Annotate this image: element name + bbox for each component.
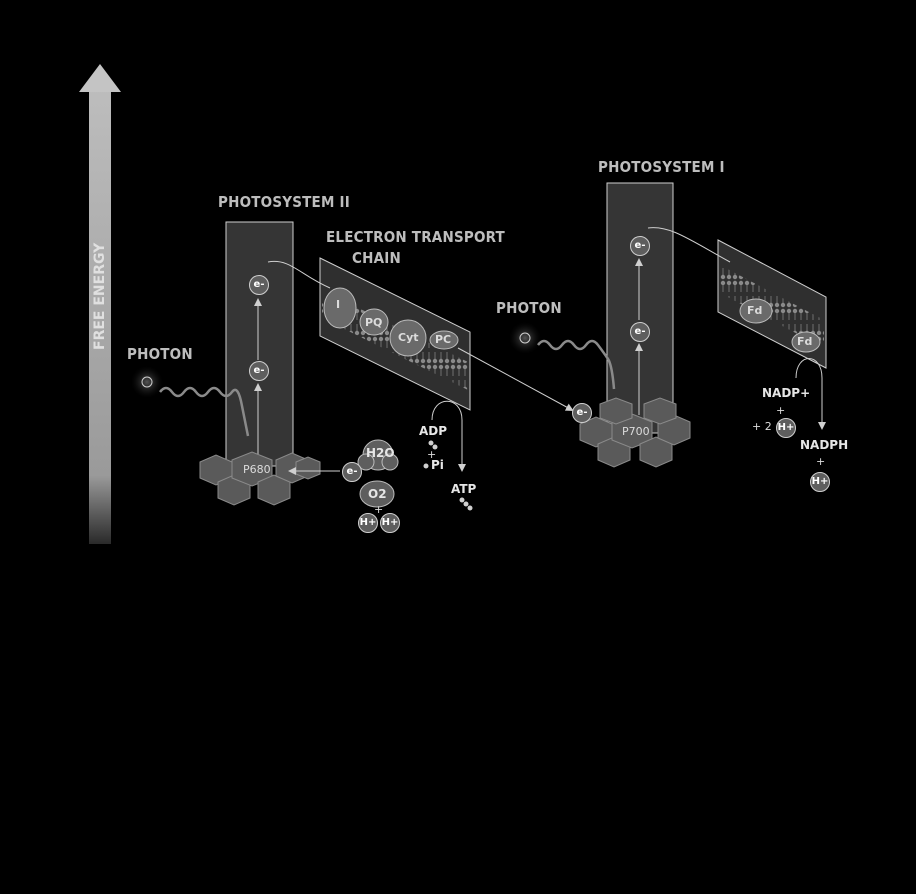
etc-title-line2: CHAIN: [352, 249, 401, 267]
adp-label: ADP: [419, 424, 448, 438]
p680-label: P680: [243, 463, 271, 476]
nadph-arrow: [795, 358, 826, 430]
photosystem-ii-title: PHOTOSYSTEM II: [218, 193, 350, 211]
photon-right-core: [519, 332, 531, 344]
nadp-plus: +: [776, 404, 786, 417]
psii-pigment-cluster: [199, 451, 321, 506]
free-energy-label: FREE ENERGY: [92, 242, 108, 350]
phosphate-dots: [423, 440, 473, 511]
complex-i-label: I: [336, 298, 341, 311]
photosystem-ii-panel: [225, 221, 294, 467]
psii-electron-upper: e-: [249, 275, 269, 295]
nadph-label: NADPH: [800, 438, 849, 452]
complex-cyt-label: Cyt: [398, 331, 419, 344]
oxygen-molecule-shape: [359, 480, 395, 508]
psii-electron-lower: e-: [249, 361, 269, 381]
h2o-label: H2O: [366, 446, 395, 460]
psi-electron-lower: e-: [630, 322, 650, 342]
nadp-h-plus-badge: H+: [776, 418, 796, 438]
free-energy-arrow: [79, 64, 121, 544]
psi-pigment-cluster: [579, 397, 691, 468]
etc-title-line1: ELECTRON TRANSPORT: [326, 228, 505, 246]
h-plus-badge-1: H+: [358, 513, 378, 533]
photon-right-glow: [509, 322, 541, 354]
h-plus-badge-2: H+: [380, 513, 400, 533]
nadph-h-plus-badge: H+: [810, 472, 830, 492]
water-plus: +: [374, 503, 384, 516]
photon-right-wave: [537, 339, 616, 390]
etc-membrane: [319, 257, 471, 411]
photon-left-glow: [131, 366, 163, 398]
electron-path-psi-to-fd: [647, 227, 731, 263]
atp-arrow: [431, 400, 466, 472]
photon-left-label: PHOTON: [127, 345, 193, 363]
complex-pc-label: PC: [435, 333, 452, 346]
photosystem-i-panel: [606, 182, 674, 434]
electron-path-psii-to-etc: [267, 260, 331, 289]
photosystem-i-title: PHOTOSYSTEM I: [598, 158, 725, 176]
photon-left-core: [141, 376, 153, 388]
o2-label: O2: [368, 487, 387, 501]
fd-lower-label: Fd: [797, 335, 813, 348]
psi-electron-upper: e-: [630, 236, 650, 256]
psi-incoming-electron: e-: [572, 403, 592, 423]
fd-membrane: [717, 239, 827, 369]
electron-path-etc-to-psi: [457, 347, 574, 411]
nadp-label: NADP+: [762, 386, 811, 400]
photon-right-label: PHOTON: [496, 299, 562, 317]
two-h-label: + 2: [752, 420, 772, 433]
complex-pq-label: PQ: [365, 316, 383, 329]
atp-label: ATP: [451, 482, 477, 496]
fd-upper-label: Fd: [747, 304, 763, 317]
photon-left-wave: [159, 386, 250, 437]
water-molecule-shape: [357, 439, 399, 471]
nadph-plus: +: [816, 455, 826, 468]
pi-label: Pi: [431, 458, 444, 472]
water-electron: e-: [342, 462, 362, 482]
p700-label: P700: [622, 425, 650, 438]
adp-plus: +: [427, 448, 437, 461]
